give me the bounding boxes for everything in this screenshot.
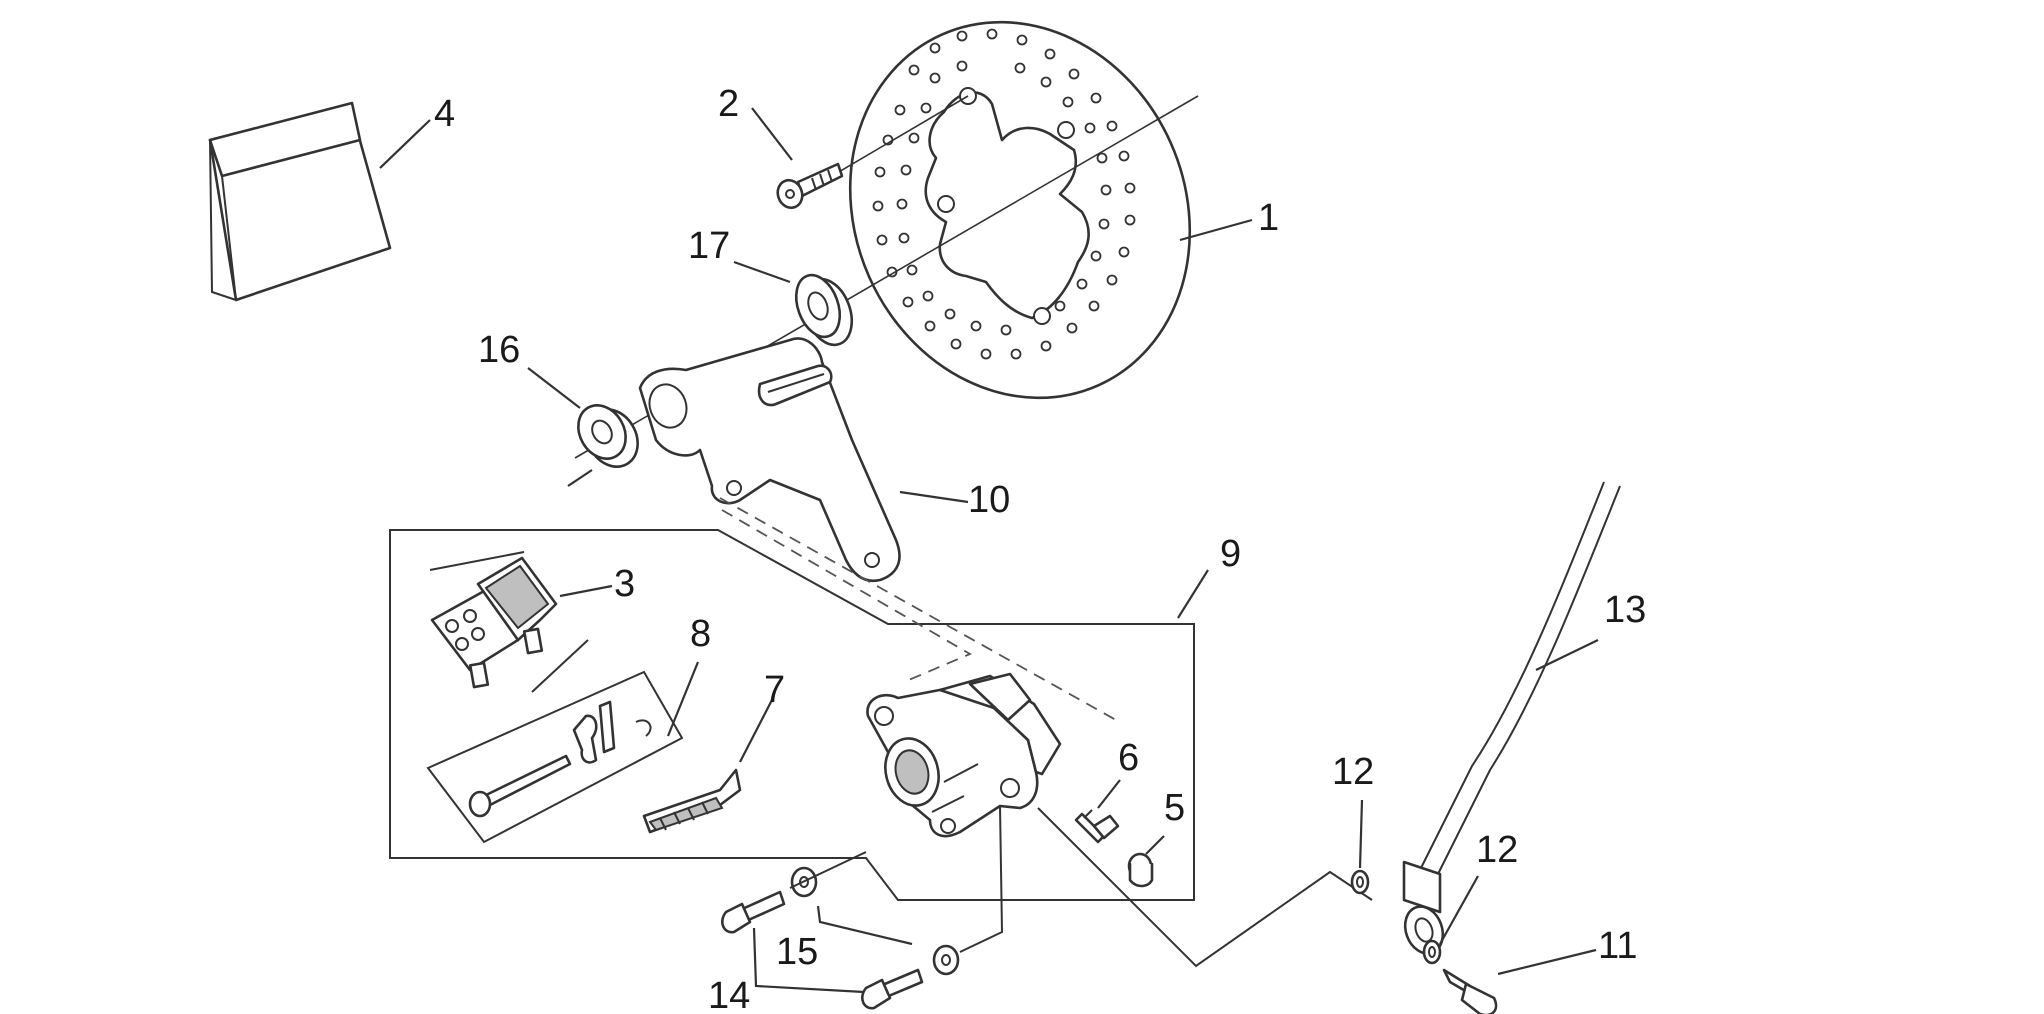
part-1-brake-disc (848, 20, 1192, 400)
part-15-washer-lower (932, 944, 960, 976)
part-8-pin-kit (426, 670, 684, 844)
part-12-sealing-washer-lower (1422, 939, 1442, 965)
part-14-bolt-upper (721, 890, 786, 934)
part-4-manual (208, 101, 392, 302)
callout-8: 8 (690, 613, 711, 655)
part-9-kit-frame (389, 529, 1195, 901)
callout-4: 4 (434, 93, 455, 135)
callout-10: 10 (968, 479, 1010, 521)
part-2-disc-bolt (776, 162, 844, 210)
part-5-bleed-cap (1127, 852, 1154, 888)
caliper-mount-dashed-lines (719, 497, 1117, 721)
callout-13: 13 (1604, 589, 1646, 631)
callout-12-lower: 12 (1476, 829, 1518, 871)
callout-17: 17 (688, 225, 730, 267)
callout-2: 2 (718, 83, 739, 125)
callout-16: 16 (478, 329, 520, 371)
part-17-spacer (794, 273, 854, 347)
callout-11: 11 (1598, 925, 1637, 967)
leader-lines (379, 107, 1599, 994)
brake-hose-path (1037, 807, 1373, 968)
callout-1: 1 (1258, 197, 1279, 239)
washer-15-axis-line (789, 805, 1004, 953)
part-16-spacer (577, 404, 639, 468)
part-13-brake-hose (1419, 481, 1621, 879)
part-11-banjo-bolt (1442, 968, 1498, 1014)
part-7-pad-spring (642, 768, 742, 834)
callout-6: 6 (1118, 737, 1139, 779)
callout-7: 7 (764, 669, 785, 711)
part-14-bolt-lower (861, 968, 924, 1010)
callout-15: 15 (776, 931, 818, 973)
part-6-bleed-valve (1074, 809, 1120, 844)
part-10-caliper-bracket (638, 337, 901, 583)
callout-3: 3 (614, 563, 635, 605)
part-3-brake-pads (429, 551, 589, 693)
part-12-sealing-washer-upper (1350, 869, 1370, 895)
callout-9: 9 (1220, 533, 1241, 575)
hose-banjo-fitting (1402, 860, 1445, 955)
disc-ventilation-holes (872, 28, 1136, 360)
callout-labels: 1 2 3 4 5 6 7 8 9 10 11 12 12 13 14 15 1… (434, 83, 1646, 1014)
callout-12-upper: 12 (1332, 751, 1374, 793)
callout-5: 5 (1164, 787, 1185, 829)
caliper-body (866, 672, 1062, 838)
callout-14: 14 (708, 975, 750, 1014)
